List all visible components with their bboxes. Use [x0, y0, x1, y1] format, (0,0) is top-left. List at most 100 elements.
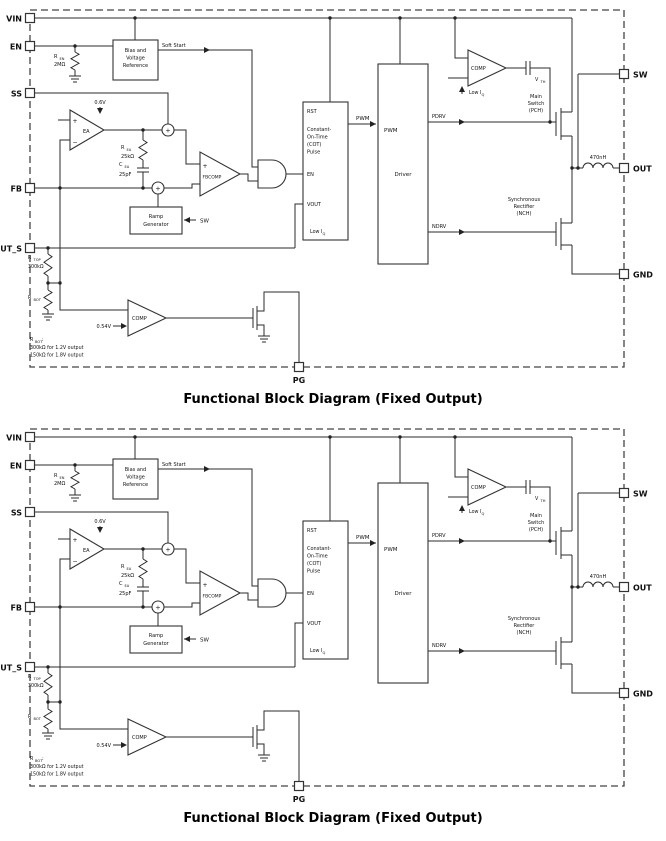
- comp-bot-triangle: [127, 718, 168, 756]
- pin-pg-pad: [293, 361, 305, 373]
- power-good-comparator: COMP 0.54V: [96, 299, 168, 337]
- vth-ref: V: [535, 77, 539, 83]
- capacitor-symbol: [137, 586, 149, 592]
- comp-low-iq: Low I: [469, 90, 481, 96]
- pdrv-label: PDRV: [432, 533, 446, 539]
- resistor-symbol: [43, 289, 53, 311]
- pin-out-s-label: OUT_S: [0, 664, 22, 673]
- r-ea-ref: R: [121, 145, 125, 151]
- pin-pg-pad: [293, 780, 305, 792]
- figure-top: R EN 2MΩ Bias and Voltage Reference Soft…: [0, 2, 666, 407]
- fbcomp-plus: +: [203, 163, 208, 170]
- summing-junction-1: +: [161, 123, 175, 137]
- arrow-ramp-sw: [184, 636, 190, 642]
- fbcomp-triangle: [199, 151, 242, 197]
- ramp-box: [129, 625, 183, 654]
- block-diagram: R EN 2MΩ Bias and Voltage Reference Soft…: [0, 2, 666, 388]
- soft-start-label: Soft Start: [162, 462, 186, 468]
- c-ea-value: 25pF: [119, 591, 132, 597]
- pin-out-label: OUT: [633, 584, 652, 593]
- r-en-ref: R: [54, 54, 58, 60]
- bias-block-box: [112, 458, 159, 500]
- sum1-sign: +: [165, 546, 170, 554]
- arrow-pwm: [370, 121, 376, 127]
- pin-en-label: EN: [10, 462, 22, 471]
- vref-0v6-label: 0.6V: [94, 100, 106, 106]
- arrow-comp-lowiq: [459, 505, 465, 511]
- pin-out: OUT: [618, 581, 652, 593]
- c-ea-ref: C: [119, 162, 123, 168]
- inductor-value: 470nH: [590, 155, 607, 161]
- pin-sw: SW: [618, 487, 648, 499]
- pin-pg: PG: [293, 780, 305, 804]
- pin-ss-label: SS: [11, 509, 22, 518]
- cot-vout-input: VOUT: [307, 202, 322, 208]
- comp-top-label: COMP: [471, 485, 486, 491]
- cot-line2: On-Time: [307, 135, 328, 141]
- c-ea-value: 25pF: [119, 172, 132, 178]
- main-switch-line1: Main: [530, 94, 542, 100]
- bias-line2: Voltage: [126, 475, 145, 481]
- ground-icon: [42, 732, 54, 740]
- pin-en: EN: [10, 459, 36, 471]
- capacitor-symbol: [137, 167, 149, 173]
- fbcomp-label: FBCOMP: [203, 175, 222, 181]
- cot-line3: (COT): [307, 561, 321, 567]
- ea-minus: −: [73, 559, 78, 566]
- r-bot-sub: BOT: [34, 298, 42, 302]
- inductor-symbol: [582, 581, 614, 588]
- ground-symbols: [42, 75, 270, 343]
- resistor-symbol: [43, 253, 53, 277]
- main-switch-line2: Switch: [528, 520, 545, 526]
- pwm-block-label: PWM: [384, 547, 398, 553]
- pwm-driver-block: PWM Driver: [377, 63, 429, 265]
- sync-rectifier-nch: Synchronous Rectifier (NCH): [508, 616, 541, 636]
- bias-line1: Bias and: [125, 467, 146, 473]
- feedback-divider: R TOP 300kΩ R BOT: [28, 672, 53, 730]
- r-bot-ref: R: [28, 714, 32, 720]
- cot-vout-input: VOUT: [307, 621, 322, 627]
- note-colon: :: [42, 757, 44, 762]
- note-line2: 300kΩ for 1.2V output: [30, 764, 84, 770]
- vth-sub: TH: [540, 499, 546, 503]
- ground-icon: [42, 313, 54, 321]
- main-switch-line1: Main: [530, 513, 542, 519]
- comp-bot-label: COMP: [132, 735, 147, 741]
- arrowheads: [97, 466, 465, 748]
- resistor-symbol: [138, 139, 148, 161]
- output-inductor: 470nH: [582, 574, 614, 588]
- r-top-value: 300kΩ: [28, 264, 44, 270]
- comp-low-iq: Low I: [469, 509, 481, 515]
- ea-triangle: [69, 528, 106, 570]
- fbcomp-plus: +: [203, 582, 208, 589]
- pin-fb: FB: [10, 182, 36, 194]
- ea-minus: −: [73, 140, 78, 147]
- sum2-sign: +: [155, 185, 160, 193]
- pin-en-pad: [24, 459, 36, 471]
- pin-fb-pad: [24, 182, 36, 194]
- and-gate: [257, 159, 287, 189]
- arrow-comp-lowiq: [459, 86, 465, 92]
- sync-line3: (NCH): [517, 630, 532, 636]
- pin-out-label: OUT: [633, 165, 652, 174]
- main-switch-line2: Switch: [528, 101, 545, 107]
- ea-plus: +: [73, 537, 78, 544]
- pin-vin-label: VIN: [6, 15, 22, 24]
- cot-line1: Constant-: [307, 127, 331, 133]
- pin-fb: FB: [10, 601, 36, 613]
- sync-line3: (NCH): [517, 211, 532, 217]
- soft-start-label: Soft Start: [162, 43, 186, 49]
- ramp-line1: Ramp: [149, 214, 163, 220]
- note-line2: 300kΩ for 1.2V output: [30, 345, 84, 351]
- r-top-sub: TOP: [33, 677, 42, 681]
- pin-en-pad: [24, 40, 36, 52]
- bias-line2: Voltage: [126, 56, 145, 62]
- pin-sw-label: SW: [633, 490, 648, 499]
- pin-out: OUT: [618, 162, 652, 174]
- pin-sw: SW: [618, 68, 648, 80]
- cot-box: [302, 101, 349, 241]
- vref-0v54-label: 0.54V: [96, 743, 111, 749]
- bias-line3: Reference: [123, 63, 148, 69]
- cot-rst: RST: [307, 528, 318, 534]
- r-ea-sub: EA: [127, 148, 132, 152]
